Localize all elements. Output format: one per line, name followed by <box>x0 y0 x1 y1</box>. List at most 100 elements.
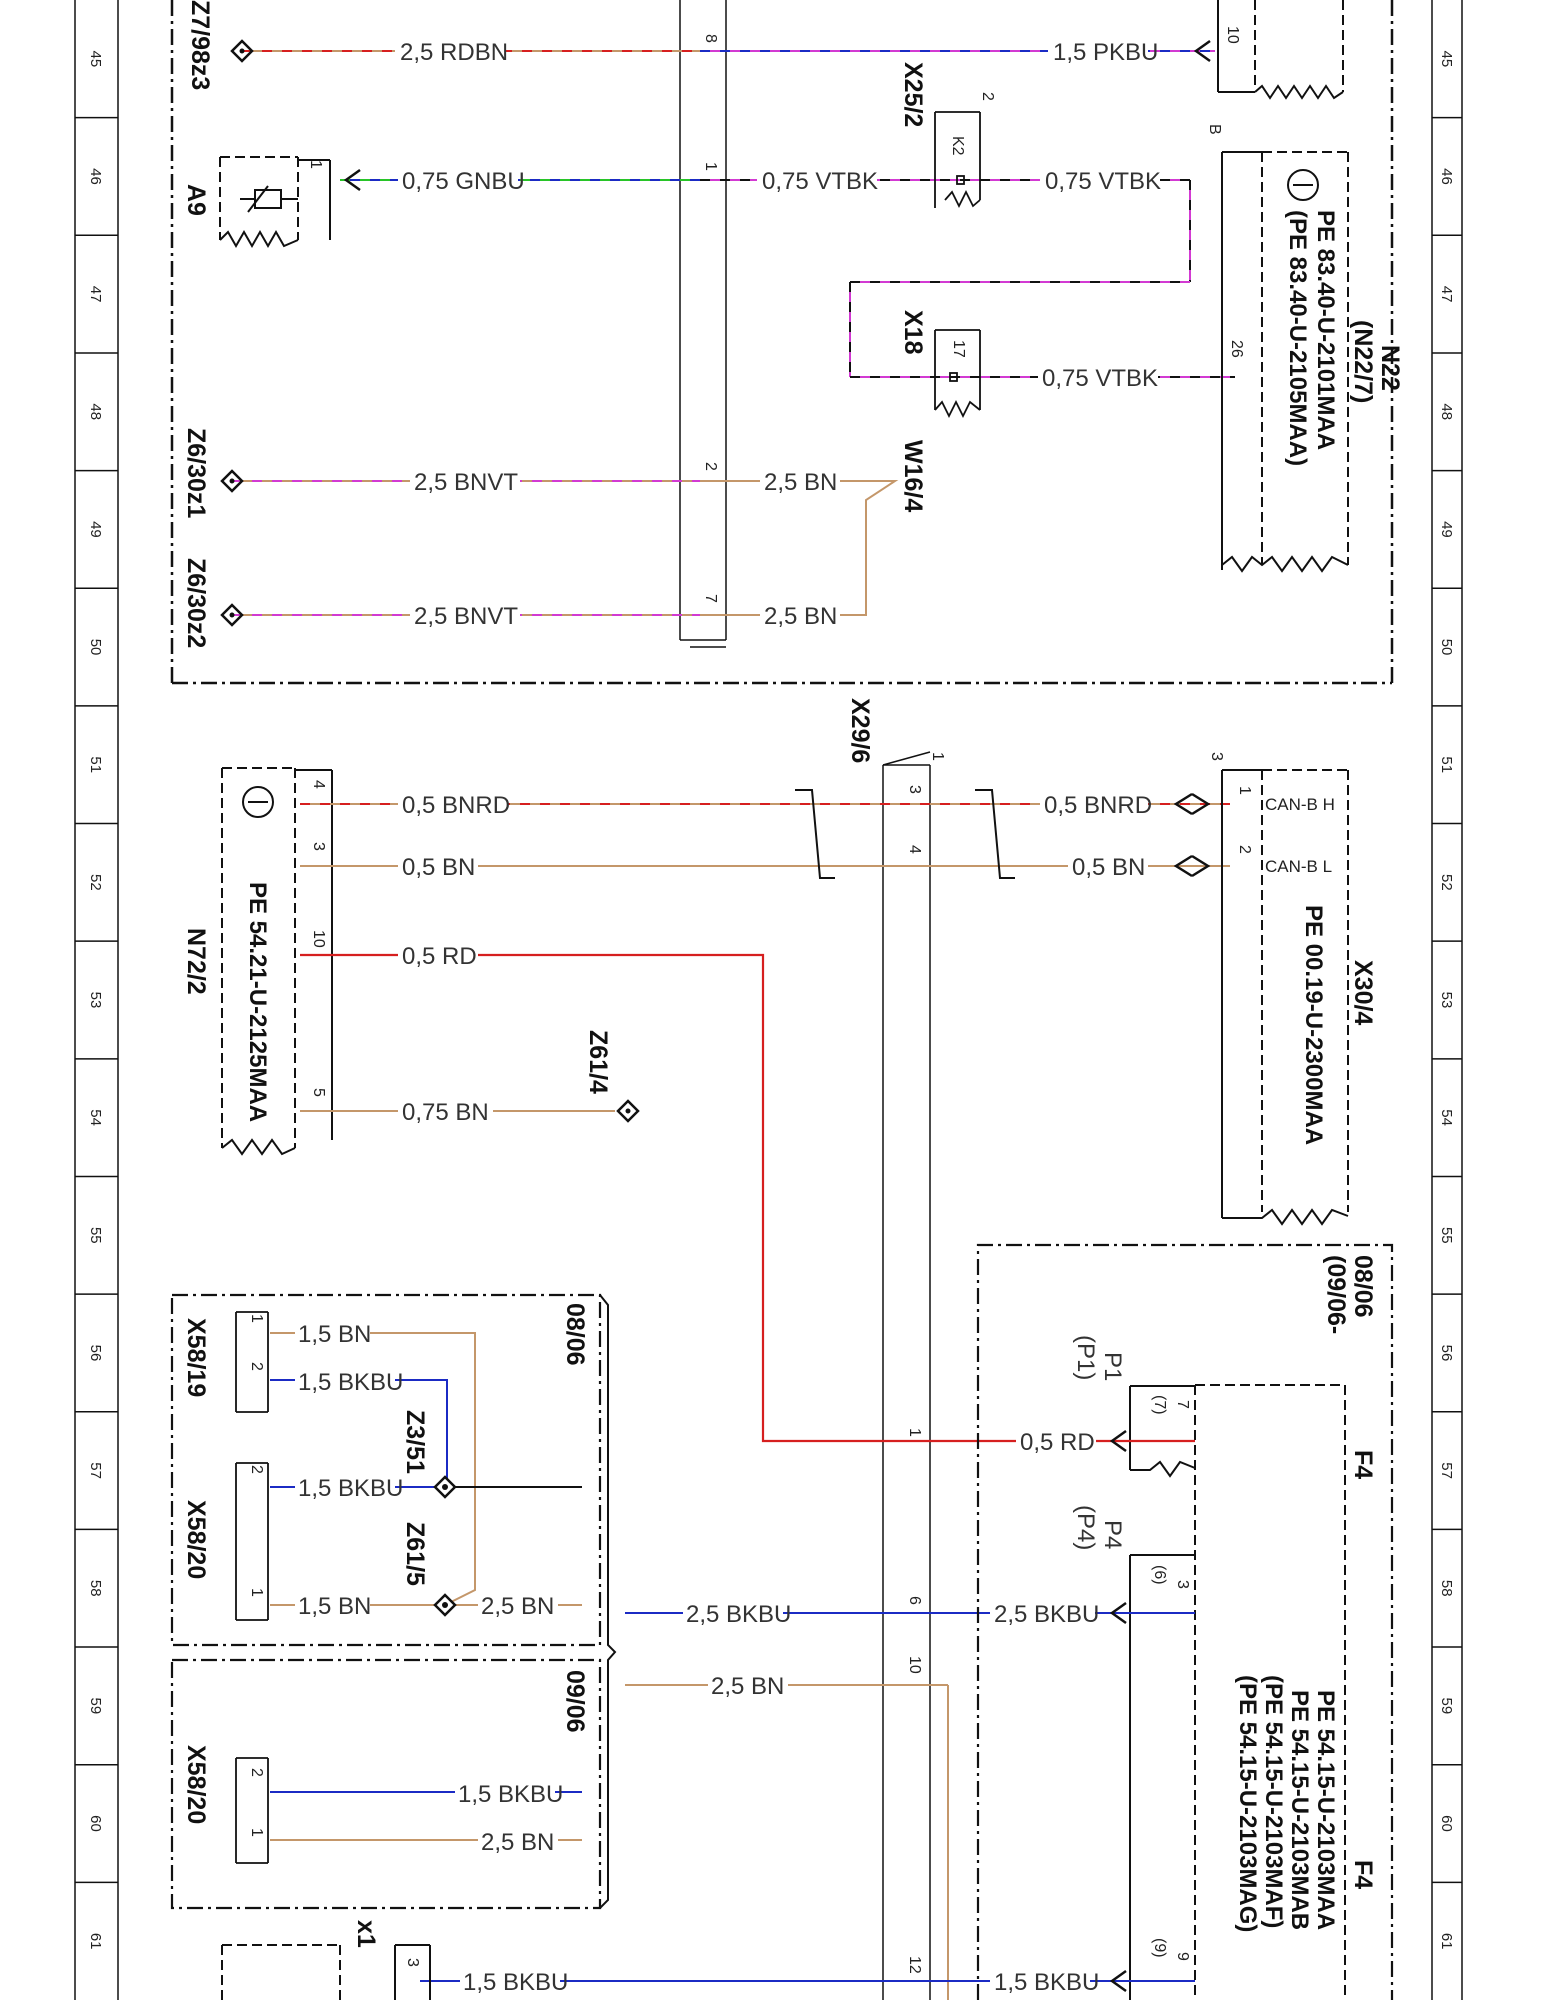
ruler-row-label-right: 45 <box>1438 50 1455 67</box>
ruler-row-label-left: 46 <box>87 168 104 185</box>
component-label: N72/2 <box>182 928 210 995</box>
wire-label: 0,75 BN <box>402 1099 489 1126</box>
wire-label: 1,5 BKBU <box>463 1969 568 1996</box>
ruler-row-label-left: 49 <box>87 521 104 538</box>
ruler-row-label-right: 52 <box>1438 874 1455 891</box>
component-label: Z61/5 <box>401 1522 429 1586</box>
fuse-label: (P1) <box>1072 1335 1099 1380</box>
component-label: Z7/98z3 <box>186 0 214 90</box>
wire-label: 2,5 BKBU <box>994 1601 1099 1628</box>
wire-label: 0,75 VTBK <box>1045 168 1161 195</box>
wire-label: 1,5 BN <box>298 1593 371 1620</box>
component-x30-4 <box>1221 769 1349 1226</box>
component-label: X29/6 <box>846 698 874 763</box>
f4-inner <box>1129 1384 1346 2000</box>
pe-reference: (PE 83.40-U-2105MAA) <box>1284 210 1311 466</box>
pin-number: 3 <box>1208 752 1225 761</box>
wire-label: 2,5 BN <box>711 1673 784 1700</box>
component-label: A9 <box>182 184 210 216</box>
wire-label: 2,5 BN <box>764 603 837 630</box>
ruler-row-label-right: 54 <box>1438 1109 1455 1126</box>
ruler-row-label-left: 45 <box>87 50 104 67</box>
wire-label: 1,5 BKBU <box>298 1369 403 1396</box>
ruler-row-label-left: 60 <box>87 1815 104 1832</box>
ruler-row-label-right: 46 <box>1438 168 1455 185</box>
ruler-row-label-right: 60 <box>1438 1815 1455 1832</box>
pin-number: 3 <box>310 842 327 851</box>
ruler-row-label-left: 59 <box>87 1698 104 1715</box>
wire-label: 2,5 BN <box>481 1593 554 1620</box>
ruler-row-label-left: 58 <box>87 1580 104 1597</box>
connector-bar-x29-6 <box>882 751 931 2000</box>
pin-number: 7 <box>1174 1400 1191 1409</box>
wire-label: 0,75 GNBU <box>402 168 525 195</box>
component-label: Z3/51 <box>401 1410 429 1474</box>
pe-reference: PE 54.21-U-2125MAA <box>244 882 271 1122</box>
wire-label: 0,5 BNRD <box>402 792 510 819</box>
bottom-left-frame-2 <box>170 1658 602 1910</box>
pin-number: 4 <box>310 780 327 789</box>
component-label: x1 <box>352 1920 380 1948</box>
ruler-row-label-right: 61 <box>1438 1933 1455 1950</box>
pin-number: (7) <box>1151 1395 1168 1415</box>
pin-number: K2 <box>949 136 966 156</box>
ruler-row-label-left: 50 <box>87 639 104 656</box>
wire-label: 0,5 BN <box>402 854 475 881</box>
bottom-left-frame-1 <box>170 1293 602 1647</box>
f4-frame <box>976 1243 1394 2000</box>
pin-number: 10 <box>1224 26 1241 44</box>
fuse-label: P4 <box>1099 1520 1126 1549</box>
pin-number: 1 <box>702 162 719 171</box>
ruler-row-label-right: 48 <box>1438 403 1455 420</box>
pin-number: 2 <box>248 1768 265 1777</box>
date-label: 09/06 <box>561 1670 589 1733</box>
pin-number: 4 <box>906 845 923 854</box>
pin-number: 2 <box>248 1465 265 1474</box>
pin-number: 3 <box>404 1958 421 1967</box>
top-frame <box>170 0 1394 685</box>
connector-x18 <box>934 329 981 419</box>
ruler-row-label-right: 55 <box>1438 1227 1455 1244</box>
fuse-label: (P4) <box>1072 1505 1099 1550</box>
ruler-row-label-right: 47 <box>1438 286 1455 303</box>
bus-label: CAN-B L <box>1265 857 1332 876</box>
ruler-row-label-right: 59 <box>1438 1698 1455 1715</box>
date-label: 08/06 <box>561 1303 589 1366</box>
ruler-row-label-left: 48 <box>87 403 104 420</box>
wire-label: 2,5 BN <box>764 469 837 496</box>
wire-label: 0,5 RD <box>402 943 477 970</box>
component-label: F4 <box>1349 1860 1377 1889</box>
component-label: (N22/7) <box>1349 320 1377 403</box>
ruler-row-label-left: 53 <box>87 992 104 1009</box>
pe-reference: PE 54.15-U-2103MAB <box>1286 1690 1313 1930</box>
pin-number: 1 <box>1236 786 1253 795</box>
component-label: X58/20 <box>182 1745 210 1824</box>
bus-label: CAN-B H <box>1265 795 1335 814</box>
connector-x25-2 <box>934 111 981 209</box>
pin-number: 2 <box>1236 845 1253 854</box>
pin-number: 2 <box>979 92 996 101</box>
pin-number: 1 <box>248 1314 265 1323</box>
connectors-x58 <box>235 1311 269 1864</box>
ruler-row-label-left: 56 <box>87 1345 104 1362</box>
pin-number: 8 <box>702 34 719 43</box>
ruler-row-label-left: 61 <box>87 1933 104 1950</box>
left-ruler <box>74 0 119 2000</box>
wire-label: 2,5 BKBU <box>686 1601 791 1628</box>
pin-number: 1 <box>307 160 324 169</box>
pin-number: 5 <box>310 1088 327 1097</box>
wire-label: 2,5 BNVT <box>414 603 518 630</box>
component-label: Z6/30z1 <box>182 428 210 518</box>
ruler-row-label-right: 57 <box>1438 1462 1455 1479</box>
connector-bar-top <box>679 0 727 648</box>
ruler-row-label-left: 51 <box>87 756 104 773</box>
component-label: X30/4 <box>1349 960 1377 1025</box>
pin-number: 10 <box>310 930 327 948</box>
pin-number: (6) <box>1151 1565 1168 1585</box>
wire-label: 2,5 RDBN <box>400 39 508 66</box>
wire-label: 0,5 RD <box>1020 1429 1095 1456</box>
ruler-row-label-right: 49 <box>1438 521 1455 538</box>
wire-label: 1,5 PKBU <box>1053 39 1158 66</box>
ruler-row-label-right: 56 <box>1438 1345 1455 1362</box>
component-label: X25/2 <box>899 62 927 127</box>
